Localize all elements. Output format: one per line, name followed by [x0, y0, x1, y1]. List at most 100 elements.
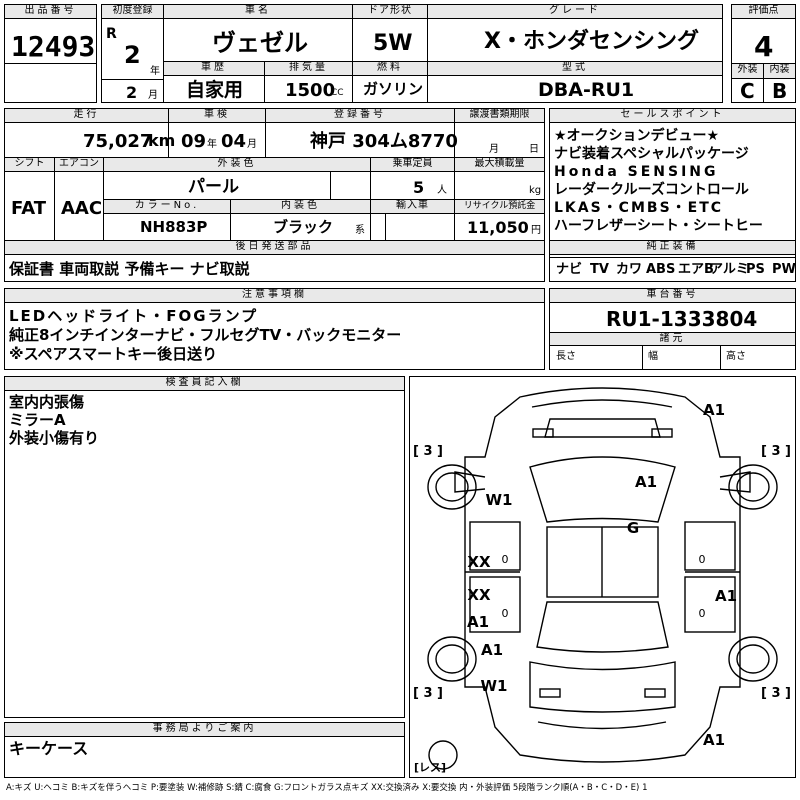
damage-mark: A1 — [467, 613, 489, 631]
first-registration-cell: 初度登録 R 2 年 2 月 — [101, 4, 164, 103]
year-unit: 年 — [150, 66, 160, 77]
car-outline-diagram: [ 3 ] [ 3 ] [ 3 ] [ 3 ] [レス] A1 A1 W1 G … — [413, 387, 791, 774]
car-name: ヴェゼル — [212, 29, 308, 57]
sales-point: ★オークションデビュー★ — [554, 128, 720, 144]
capacity-cell: 乗車定員 5 人 — [370, 157, 455, 200]
damage-mark: W1 — [486, 491, 513, 509]
transfer-day: 日 — [529, 144, 539, 155]
spare-tire: [レス] — [414, 761, 446, 774]
fuel-cell: 燃料 ガソリン — [352, 61, 428, 103]
chassis-number: RU1-1333804 — [606, 307, 758, 331]
inspector-box: 検査員記入欄 室内内張傷 ミラーA 外装小傷有り — [4, 376, 405, 718]
sales-point: Honda SENSING — [554, 164, 719, 180]
zero-mark: 0 — [699, 607, 706, 620]
equipment-item: カワ — [616, 262, 643, 277]
load-label: 最大積載量 — [455, 158, 544, 172]
inspector-line: 室内内張傷 — [9, 393, 85, 411]
interior-color-label: 内装色 — [231, 200, 370, 214]
sales-point: LKAS・CMBS・ETC — [554, 200, 724, 216]
transfer-cell: 譲渡書類期限 月 日 — [454, 108, 545, 158]
model-cell: 型式 DBA-RU1 — [427, 61, 723, 103]
tire-rear-right: [ 3 ] — [761, 686, 791, 701]
office-box: 事務局よりご案内 キーケース — [4, 722, 405, 778]
color-no-label: カラーNo. — [104, 200, 230, 214]
year-num: 2 — [124, 41, 141, 69]
note-line: LEDヘッドライト・FOGランプ — [9, 307, 259, 325]
door: 5W — [373, 31, 413, 56]
load-unit: kg — [529, 185, 542, 196]
car-diagram: [ 3 ] [ 3 ] [ 3 ] [ 3 ] [レス] A1 A1 W1 G … — [409, 376, 796, 778]
recycle: 11,050 — [467, 218, 529, 237]
color-no-cell: カラーNo. NH883P — [103, 199, 231, 241]
import-label: 輸入車 — [371, 200, 454, 214]
mileage-label: 走行 — [5, 109, 168, 123]
import-cell: 輸入車 — [370, 199, 455, 241]
notes-box: 注意事項欄 LEDヘッドライト・FOGランプ 純正8インチインターナビ・フルセグ… — [4, 288, 545, 370]
model: DBA-RU1 — [538, 79, 635, 101]
ac: AAC — [61, 198, 103, 219]
damage-mark: A1 — [703, 731, 725, 749]
ac-cell: エアコン AAC — [54, 157, 104, 241]
equipment-item: ABS — [646, 262, 676, 277]
lot-label: 出品番号 — [5, 5, 96, 19]
interior-color-cell: 内装色 ブラック 系 — [230, 199, 371, 241]
first-reg-label: 初度登録 — [102, 5, 163, 19]
equipment-box: 純正装備 ナビ TV カワ ABS エアB アルミ PS PW — [549, 240, 796, 282]
chassis-label: 車台番号 — [550, 289, 795, 303]
load-cell: 最大積載量 kg — [454, 157, 545, 200]
color-cell: 外装色 パール — [103, 157, 371, 200]
later-parts: 保証書 車両取説 予備キー ナビ取説 — [9, 260, 250, 278]
int-grade: B — [772, 79, 788, 103]
interior-color-unit: 系 — [355, 225, 365, 236]
score-label: 評価点 — [732, 5, 795, 19]
car-name-label: 車名 — [164, 5, 352, 19]
chassis-box: 車台番号 RU1-1333804 諸元 長さ 幅 高さ — [549, 288, 796, 370]
recycle-cell: リサイクル預託金 11,050 円 — [454, 199, 545, 241]
notes-label: 注意事項欄 — [5, 289, 544, 303]
spec-label: 諸元 — [550, 333, 795, 346]
sales-points-box: セールスポイント ★オークションデビュー★ ナビ装着スペシャルパッケージ Hon… — [549, 108, 796, 258]
capacity-unit: 人 — [437, 185, 447, 196]
equipment-item: ナビ — [556, 262, 583, 277]
recycle-unit: 円 — [531, 225, 541, 236]
damage-mark: G — [627, 519, 639, 537]
shift-cell: シフト FAT — [4, 157, 55, 241]
grade-cell: グレード X・ホンダセンシング — [427, 4, 723, 62]
zero-mark: 0 — [502, 553, 509, 566]
equipment-label: 純正装備 — [550, 241, 795, 255]
capacity-label: 乗車定員 — [371, 158, 454, 172]
tire-front-left: [ 3 ] — [413, 444, 443, 459]
equipment-item: TV — [590, 262, 609, 277]
registration-label: 登録番号 — [266, 109, 454, 123]
damage-mark: A1 — [635, 473, 657, 491]
damage-mark: XX — [467, 586, 491, 604]
damage-mark: A1 — [715, 587, 737, 605]
inspector-line: 外装小傷有り — [9, 429, 100, 447]
shift-label: シフト — [5, 158, 54, 172]
displacement-label: 排気量 — [265, 62, 352, 76]
damage-mark: W1 — [481, 677, 508, 695]
equipment-item: PS — [746, 262, 765, 277]
int-label: 内装 — [764, 64, 795, 78]
sales-point: ナビ装着スペシャルパッケージ — [554, 146, 749, 162]
lot-number: 12493 — [11, 30, 96, 63]
history-cell: 車歴 自家用 — [163, 61, 265, 103]
door-cell: ドア形状 5W — [352, 4, 428, 62]
door-label: ドア形状 — [353, 5, 427, 19]
color-label: 外装色 — [104, 158, 370, 172]
height-label: 高さ — [726, 351, 746, 362]
displacement-cell: 排気量 1500 CC — [264, 61, 353, 103]
sales-point: レーダークルーズコントロール — [554, 182, 749, 198]
score: 4 — [754, 30, 774, 63]
inspector-line: ミラーA — [9, 411, 66, 429]
sales-point: ハーフレザーシート・シートヒー — [554, 218, 763, 234]
car-name-cell: 車名 ヴェゼル — [163, 4, 353, 62]
color-no: NH883P — [140, 218, 208, 236]
equipment-item: アルミ — [710, 262, 749, 277]
color: パール — [188, 177, 239, 197]
later-parts-label: 後日発送部品 — [5, 241, 544, 255]
length-label: 長さ — [556, 351, 576, 362]
zero-mark: 0 — [502, 607, 509, 620]
later-parts-box: 後日発送部品 保証書 車両取説 予備キー ナビ取説 — [4, 240, 545, 282]
ext-label: 外装 — [732, 64, 763, 78]
